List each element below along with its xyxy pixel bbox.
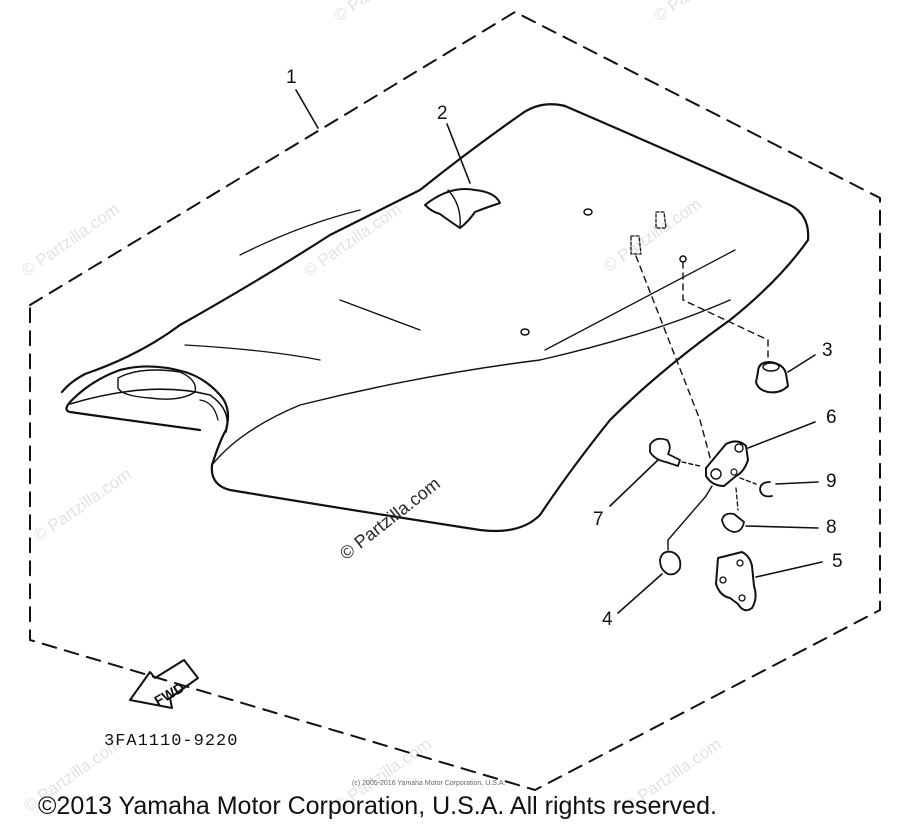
callout-5: 5 — [832, 551, 843, 572]
seat-outline — [60, 103, 810, 533]
nut-part-4 — [659, 550, 682, 576]
seat-crease — [339, 299, 421, 331]
screw-part-7 — [649, 437, 681, 467]
callout-3: 3 — [822, 340, 833, 361]
diagram-part-code: 3FA1110-9220 — [104, 732, 239, 751]
callout-6: 6 — [826, 407, 837, 428]
group-boundary — [29, 11, 881, 791]
clip-part-9 — [759, 481, 773, 498]
callout-7: 7 — [593, 509, 604, 530]
seat-piping — [69, 388, 229, 433]
callout-2: 2 — [437, 103, 448, 124]
seat-crease — [544, 249, 736, 351]
copyright-notice: ©2013 Yamaha Motor Corporation, U.S.A. A… — [38, 792, 717, 820]
damper-part-3 — [755, 361, 789, 394]
callout-1: 1 — [286, 67, 297, 88]
callout-8: 8 — [826, 517, 837, 538]
seat-strap — [424, 188, 501, 229]
seat-crease — [184, 344, 321, 361]
seat-side-curve — [211, 299, 731, 466]
latch-part-5 — [715, 551, 757, 612]
small-copyright: (c) 2005-2016 Yamaha Motor Corporation, … — [352, 780, 506, 787]
pin-part-8 — [721, 512, 745, 533]
callout-4: 4 — [602, 609, 613, 630]
fwd-arrow — [129, 659, 199, 709]
seat-crease — [239, 209, 361, 256]
callout-9: 9 — [826, 471, 837, 492]
fwd-label: FWD — [151, 679, 187, 709]
bracket-part-6 — [705, 440, 749, 487]
seat-front-recess — [117, 369, 197, 400]
